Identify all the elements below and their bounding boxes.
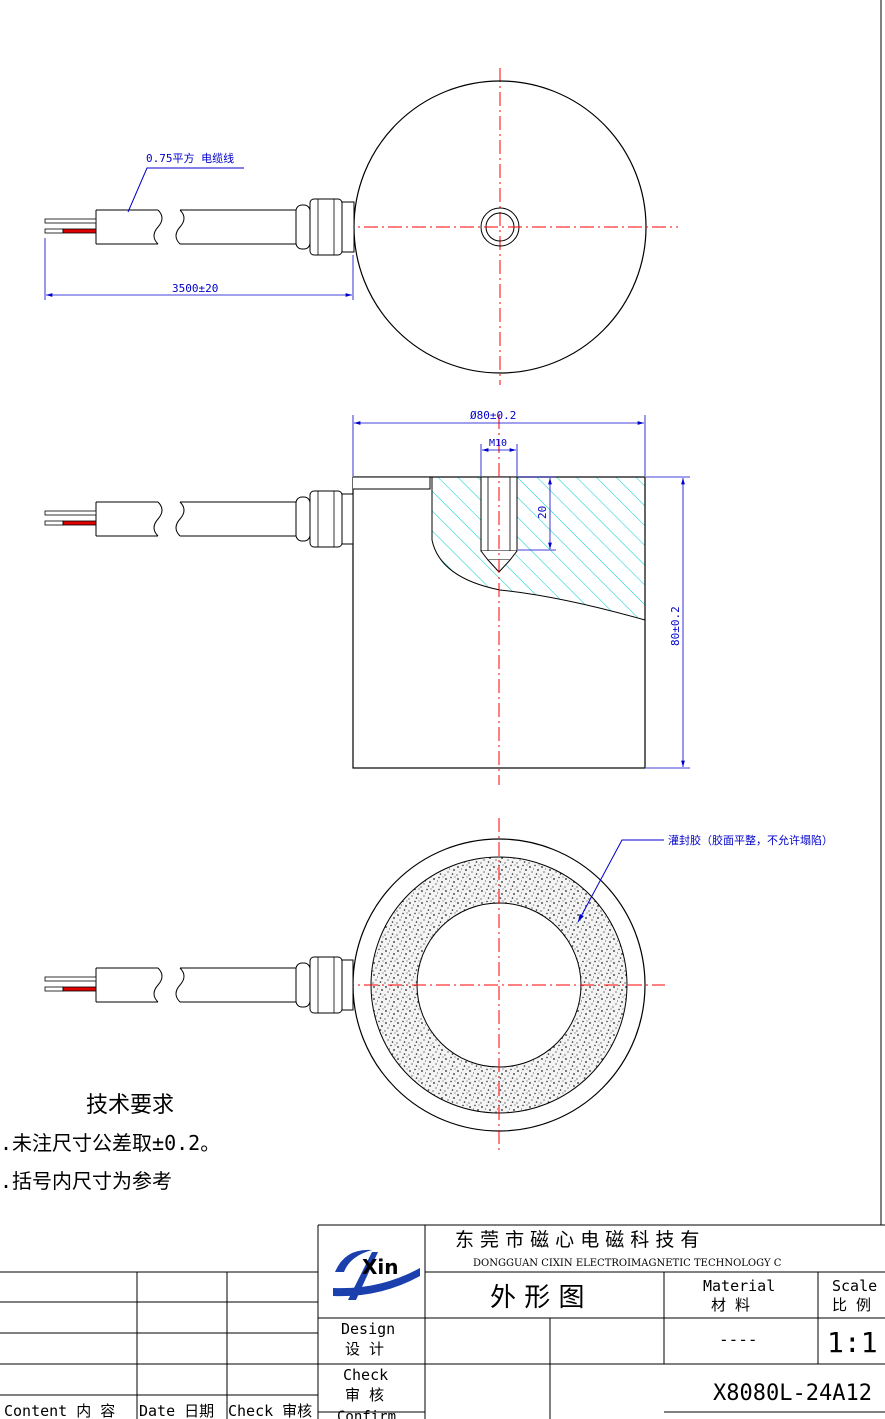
column-content-label: Content 内 容 [4, 1402, 115, 1419]
depth-dimension: 20 [536, 506, 549, 519]
material-label-en: Material [703, 1277, 775, 1295]
company-name-cn: 东 莞 市 磁 心 电 磁 科 技 有 [455, 1229, 699, 1251]
potting-label-leader [577, 839, 664, 923]
height-dimension: 80±0.2 [669, 606, 682, 646]
part-number: X8080L-24A12 [713, 1381, 872, 1406]
wire-red [62, 228, 97, 234]
scale-value: 1:1 [827, 1326, 878, 1359]
column-date-label: Date 日期 [139, 1402, 214, 1419]
cable-side [44, 490, 354, 548]
diameter-dimension: Ø80±0.2 [470, 409, 516, 422]
column-check-label: Check 审核 [228, 1402, 312, 1419]
tech-requirements: 技术要求 .未注尺寸公差取±0.2。 .括号内尺寸为参考 [0, 1093, 220, 1193]
side-view: Ø80±0.2 M10 20 80±0.2 [44, 409, 690, 785]
top-view: 0.75平方 电缆线 3500±20 [44, 68, 678, 385]
bottom-view: 灌封胶（胶面平整，不允许塌陷） [44, 818, 833, 1150]
wire-white [44, 218, 97, 224]
title-block [0, 1224, 885, 1419]
material-label-cn: 材 料 [711, 1296, 750, 1314]
cable-top [44, 198, 355, 256]
material-value: ---- [719, 1330, 758, 1349]
thread-dimension: M10 [489, 438, 507, 449]
company-name-en: DONGGUAN CIXIN ELECTROIMAGNETIC TECHNOLO… [473, 1258, 782, 1269]
cable-label-leader [127, 167, 244, 213]
potting-label: 灌封胶（胶面平整，不允许塌陷） [668, 833, 833, 847]
drawing-title: 外 形 图 [490, 1283, 585, 1313]
cable-gland [295, 204, 311, 250]
logo-text: Xin [362, 1255, 399, 1279]
company-logo: Xin [333, 1249, 420, 1300]
scale-label-en: Scale [832, 1277, 877, 1295]
tech-req-item-1: .未注尺寸公差取±0.2。 [0, 1131, 220, 1155]
scale-label-cn: 比 例 [832, 1296, 871, 1314]
check-label-en: Check [343, 1366, 388, 1384]
tech-req-title: 技术要求 [86, 1093, 174, 1118]
confirm-label-en: Confirm [337, 1409, 396, 1419]
check-label-cn: 审 核 [345, 1386, 384, 1404]
tech-req-item-2: .括号内尺寸为参考 [0, 1169, 172, 1193]
design-label-en: Design [341, 1320, 395, 1338]
cable-length-dimension: 3500±20 [172, 282, 218, 295]
design-label-cn: 设 计 [345, 1340, 384, 1358]
cable-label: 0.75平方 电缆线 [146, 151, 234, 165]
cable-bottom [44, 956, 354, 1014]
